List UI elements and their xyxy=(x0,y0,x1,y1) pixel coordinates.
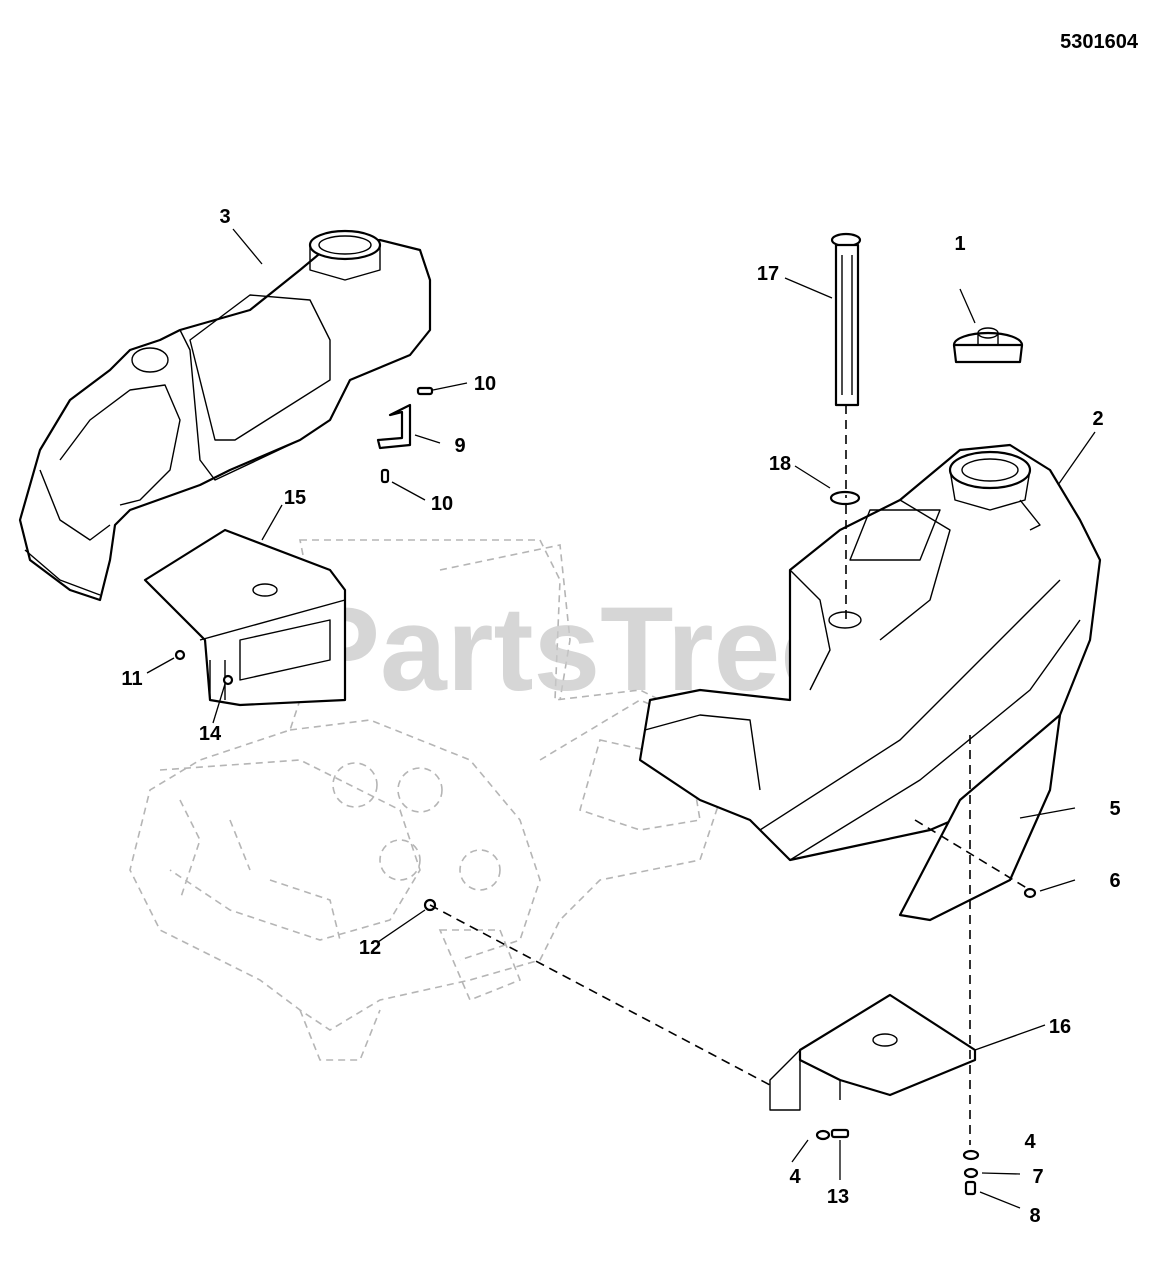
callout-16: 16 xyxy=(1049,1016,1071,1038)
right-bracket-plate xyxy=(769,993,977,1111)
callout-6: 6 xyxy=(1109,870,1120,892)
fuel-cap xyxy=(952,327,1024,364)
callout-3: 3 xyxy=(219,206,230,228)
callout-10-top: 10 xyxy=(474,373,496,395)
callout-12: 12 xyxy=(359,937,381,959)
document-number: 5301604 xyxy=(1060,31,1139,53)
callout-9: 9 xyxy=(454,435,465,457)
fuel-sender xyxy=(830,232,862,407)
callout-15: 15 xyxy=(284,487,306,509)
callout-10-bottom: 10 xyxy=(431,493,453,515)
callout-5: 5 xyxy=(1109,798,1120,820)
callout-13: 13 xyxy=(827,1186,849,1208)
callout-11: 11 xyxy=(121,668,142,690)
callout-17: 17 xyxy=(757,263,779,285)
shield-plate xyxy=(898,713,1062,922)
callout-4-left: 4 xyxy=(789,1166,801,1188)
right-fender-tank xyxy=(638,443,1102,862)
grommet xyxy=(829,490,861,506)
callout-2: 2 xyxy=(1092,408,1103,430)
left-bracket-plate xyxy=(143,528,347,707)
callout-4-right: 4 xyxy=(1024,1131,1036,1153)
small-bracket xyxy=(376,403,412,450)
watermark: PartsTree xyxy=(300,582,847,716)
callout-1: 1 xyxy=(954,233,965,255)
callout-14: 14 xyxy=(199,723,222,745)
callout-7: 7 xyxy=(1032,1166,1043,1188)
callout-labels: 1 2 3 4 4 5 6 7 8 9 10 10 11 12 13 14 15… xyxy=(121,206,1120,1227)
chassis-frame xyxy=(129,539,721,1061)
hardware xyxy=(174,386,1037,1196)
left-fender-tank xyxy=(18,229,432,602)
callout-18: 18 xyxy=(769,453,791,475)
callout-8: 8 xyxy=(1029,1205,1040,1227)
leader-lines xyxy=(146,228,1096,1209)
assembly-lines xyxy=(429,405,1031,1145)
